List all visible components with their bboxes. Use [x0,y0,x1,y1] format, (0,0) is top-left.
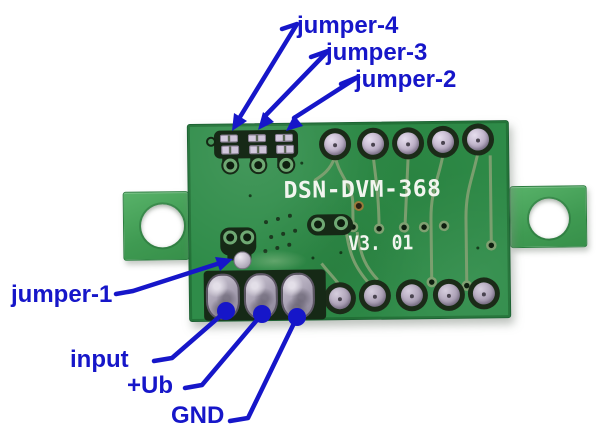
test-dot [281,231,286,236]
speck [311,256,315,260]
speck [339,251,343,255]
pad-solder [437,283,461,306]
board-version: V3. 01 [348,230,414,256]
pad-solder [396,132,420,155]
jumper-via [251,158,266,173]
test-dot [263,220,269,225]
jumper-2-pads [274,133,294,142]
leader-jumper-3 [258,48,331,130]
jumper-pad-row2 [276,144,295,154]
speck [300,161,304,165]
label-jumper-2: jumper-2 [355,66,457,93]
jumper-via [223,158,238,173]
mounting-hole-right [528,198,570,239]
label-jumper-1: jumper-1 [11,281,113,308]
jumper-1-via [240,230,255,245]
pad-solder [328,287,352,310]
mounting-tab-right [509,185,588,249]
ub-solder-pad [243,272,279,320]
label-gnd: GND [171,402,225,429]
pad-solder [323,133,347,156]
mounting-hole-left [140,204,185,248]
jumper-via [279,157,294,172]
pad-solder [361,132,385,155]
jumper-3-pads [247,134,267,143]
label-jumper-3: jumper-3 [326,39,428,66]
test-dot [287,242,292,247]
test-dot [275,216,280,221]
jumper-1-solder-ball [233,251,252,270]
pad-solder [466,128,490,151]
pad-solder [400,284,424,307]
leader-gnd [227,308,306,424]
label-input: input [70,346,129,373]
label-ub: +Ub [127,372,174,399]
pad-solder [363,284,387,307]
jumper-1-via [223,230,238,245]
board-title: DSN-DVM-368 [283,175,442,204]
test-dot [293,228,298,233]
speck [248,194,252,198]
pad-solder [431,130,455,154]
jumper-4-pads [219,134,239,143]
jumper-pad-row2 [221,145,240,155]
test-dot [269,235,274,240]
test-dot [287,213,292,218]
jumper-pad-row2 [249,145,268,155]
mounting-tab-left [122,191,190,261]
gnd-solder-pad [280,272,316,319]
leader-jumper-4 [232,21,300,131]
input-solder-pad [205,273,241,320]
pcb-module: DSN-DVM-368 V3. 01 [122,119,588,323]
pad-solder [472,282,496,305]
center-via [310,217,326,232]
speck [476,246,480,250]
center-via [333,216,349,231]
small-via [205,136,217,147]
label-jumper-4: jumper-4 [297,12,399,39]
pcb-board: DSN-DVM-368 V3. 01 [186,120,512,323]
